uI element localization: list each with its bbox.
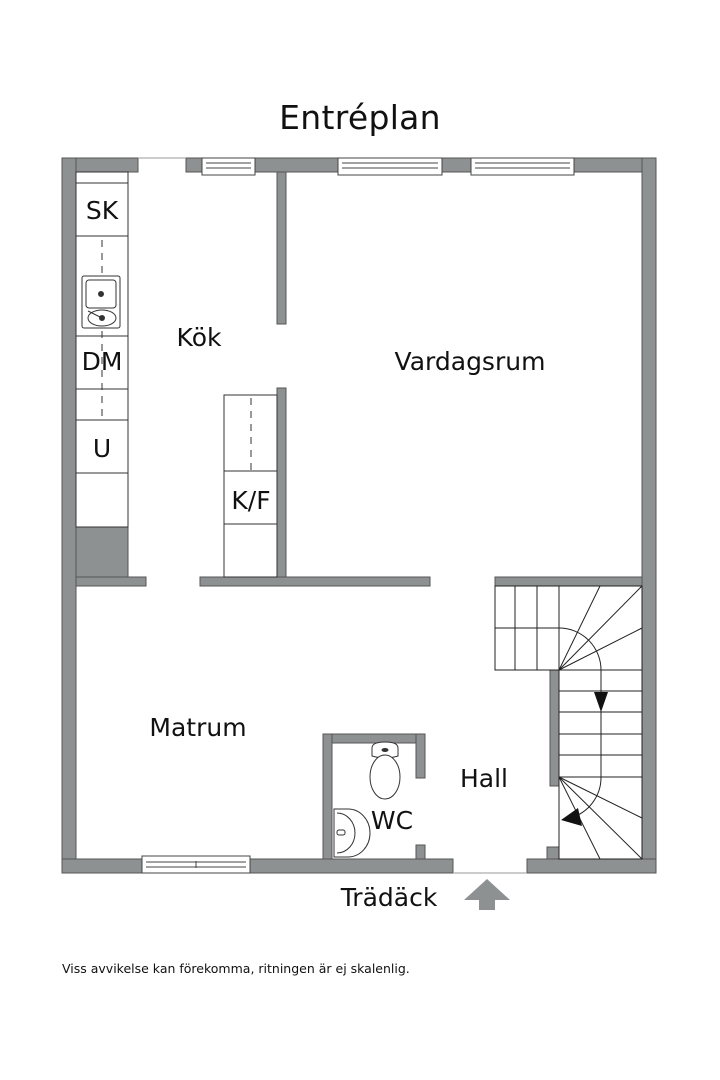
wall xyxy=(415,844,426,860)
wall xyxy=(549,669,560,787)
label-u: U xyxy=(92,434,112,463)
wall xyxy=(276,387,287,579)
wall xyxy=(199,576,431,587)
label-kf: K/F xyxy=(231,486,271,515)
wall xyxy=(276,171,287,325)
wall xyxy=(61,157,77,874)
wall xyxy=(249,858,454,874)
room-dining-room: Matrum xyxy=(149,713,247,742)
room-hall: Hall xyxy=(459,764,509,793)
window xyxy=(337,157,443,176)
disclaimer: Viss avvikelse kan förekomma, ritningen … xyxy=(62,961,410,976)
wall xyxy=(322,733,426,744)
room-wc: WC xyxy=(370,806,414,835)
wall xyxy=(494,576,643,587)
wall xyxy=(322,733,333,860)
wall xyxy=(441,157,472,173)
wall xyxy=(75,576,147,587)
stair-direction-arrow xyxy=(594,692,608,712)
room-living-room: Vardagsrum xyxy=(394,347,546,376)
label-dm: DM xyxy=(81,347,123,376)
wall xyxy=(61,858,143,874)
window xyxy=(201,157,256,176)
label-sk: SK xyxy=(85,196,119,225)
sink xyxy=(81,275,121,329)
wall xyxy=(526,858,657,874)
stair-direction-arrow xyxy=(561,808,582,826)
room-kitchen: Kök xyxy=(176,323,222,352)
wall xyxy=(185,157,203,173)
wall xyxy=(641,157,657,874)
wall xyxy=(415,733,426,779)
washbasin xyxy=(333,808,371,858)
entrance-arrow-icon xyxy=(464,879,510,910)
label-deck: Trädäck xyxy=(340,883,438,912)
plan-title: Entréplan xyxy=(279,98,441,137)
wall xyxy=(254,157,339,173)
wall xyxy=(546,846,560,860)
wall xyxy=(75,526,129,578)
window xyxy=(470,157,575,176)
